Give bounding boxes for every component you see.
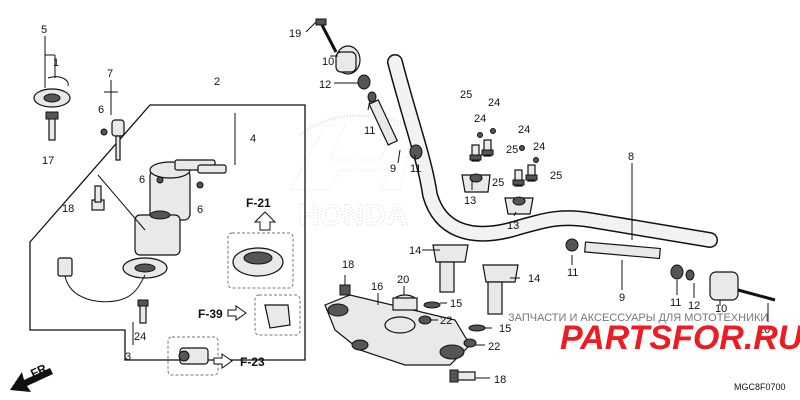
callout-14b: 14 (528, 273, 540, 285)
bolt-18-part (339, 275, 476, 383)
wire-harness-part (57, 257, 146, 303)
handlebar-holder-lower-right-part (482, 264, 519, 315)
callout-12a: 12 (319, 79, 331, 91)
up-arrow-icon (253, 211, 277, 231)
fuel-cap-part (232, 247, 284, 277)
fuel-cap-reference-box (227, 232, 294, 289)
callout-4: 3 (125, 351, 131, 363)
callout-11b: 11 (410, 163, 421, 175)
front-direction-label: FR. (28, 360, 51, 381)
bar-end-inner-right-part (565, 238, 661, 260)
callout-20a: 19 (289, 28, 301, 40)
callout-20b: 20 (758, 324, 770, 336)
callout-labels: 5 1 17 7 6 2 4 6 6 18 24 3 19 10 12 11 9… (41, 24, 770, 386)
top-bridge-part (324, 294, 471, 366)
callout-9b: 9 (619, 292, 625, 304)
diagram-code: MGC8F0700 (734, 382, 786, 392)
callout-2: 2 (214, 76, 220, 88)
watermark-text: ЗАПЧАСТИ И АКСЕССУАРЫ ДЛЯ МОТОТЕХНИКИ (508, 312, 768, 324)
seat-lock-reference-box (167, 336, 219, 376)
callout-3: 4 (250, 133, 256, 145)
handlebar-holder-upper-right-part (504, 196, 534, 215)
callout-11c: 11 (567, 267, 578, 279)
washers-part (418, 301, 486, 348)
callout-17: 17 (42, 155, 54, 167)
steering-nut-21-part (392, 294, 418, 311)
callout-7: 7 (107, 68, 113, 80)
bracket-part (264, 304, 291, 329)
front-direction-arrow-icon (10, 368, 53, 392)
callout-16: 16 (371, 281, 383, 293)
callout-13a: 13 (464, 195, 476, 207)
callout-10b: 10 (715, 303, 727, 315)
callout-6b: 6 (139, 174, 145, 186)
holder-bolts-part (469, 128, 539, 187)
callout-25a: 25 (460, 89, 472, 101)
leader-lines (305, 21, 769, 379)
callout-6a: 6 (98, 104, 104, 116)
callout-24d: 24 (533, 141, 545, 153)
callout-22b: 22 (488, 341, 500, 353)
callout-24a: 24 (488, 97, 500, 109)
bracket-reference-box (254, 294, 301, 336)
callout-15a: 15 (450, 298, 462, 310)
bar-end-weight-right-part (670, 264, 776, 302)
callout-15b: 15 (499, 323, 511, 335)
callout-19: 18 (62, 203, 74, 215)
section-ref-f23: F-23 (240, 355, 265, 369)
callout-11d: 11 (670, 297, 681, 309)
callout-18b: 18 (494, 374, 506, 386)
callout-13b: 13 (507, 220, 519, 232)
honda-wing-logo: HONDA (289, 114, 421, 233)
callout-18a: 18 (342, 259, 354, 271)
callout-21: 20 (397, 274, 409, 286)
handlebar-holder-lower-left-part (432, 244, 469, 293)
key-part (111, 119, 125, 161)
callout-5: 5 (41, 24, 47, 36)
callout-23: 24 (134, 331, 146, 343)
callout-6c: 6 (197, 204, 203, 216)
callout-1: 1 (53, 57, 59, 69)
callout-25d: 25 (550, 170, 562, 182)
bolt-19-part (91, 185, 105, 211)
callout-22a: 22 (440, 315, 452, 327)
section-ref-f21: F-21 (246, 196, 271, 210)
bolt-23-part (137, 299, 149, 324)
bar-end-weight-left-part (335, 45, 377, 103)
callout-24c: 24 (518, 124, 530, 136)
callout-14a: 14 (409, 245, 421, 257)
right-arrow-icon (213, 353, 233, 369)
callout-25b: 25 (506, 144, 518, 156)
bolt-17-part (45, 111, 59, 141)
bolt-20-left-part (315, 18, 338, 53)
left-arrow-icon (227, 305, 247, 321)
callout-10a: 10 (322, 56, 334, 68)
brand-watermark-logo: PARTSFOR.RU (560, 319, 800, 357)
callout-8: 8 (628, 151, 634, 163)
washer-6-part (100, 128, 108, 136)
seat-lock-part (178, 347, 209, 365)
callout-24b: 24 (474, 113, 486, 125)
callout-12b: 12 (688, 300, 700, 312)
key-ring-part (33, 76, 71, 108)
callout-25c: 25 (492, 177, 504, 189)
handlebar-holder-upper-left-part (461, 173, 491, 193)
callout-11a: 11 (364, 125, 375, 137)
honda-logo-text: HONDA (298, 199, 408, 232)
section-ref-f39: F-39 (198, 307, 223, 321)
bar-end-inner-left-part (368, 99, 423, 160)
handlebar-part (387, 54, 718, 248)
callout-9a: 9 (390, 163, 396, 175)
